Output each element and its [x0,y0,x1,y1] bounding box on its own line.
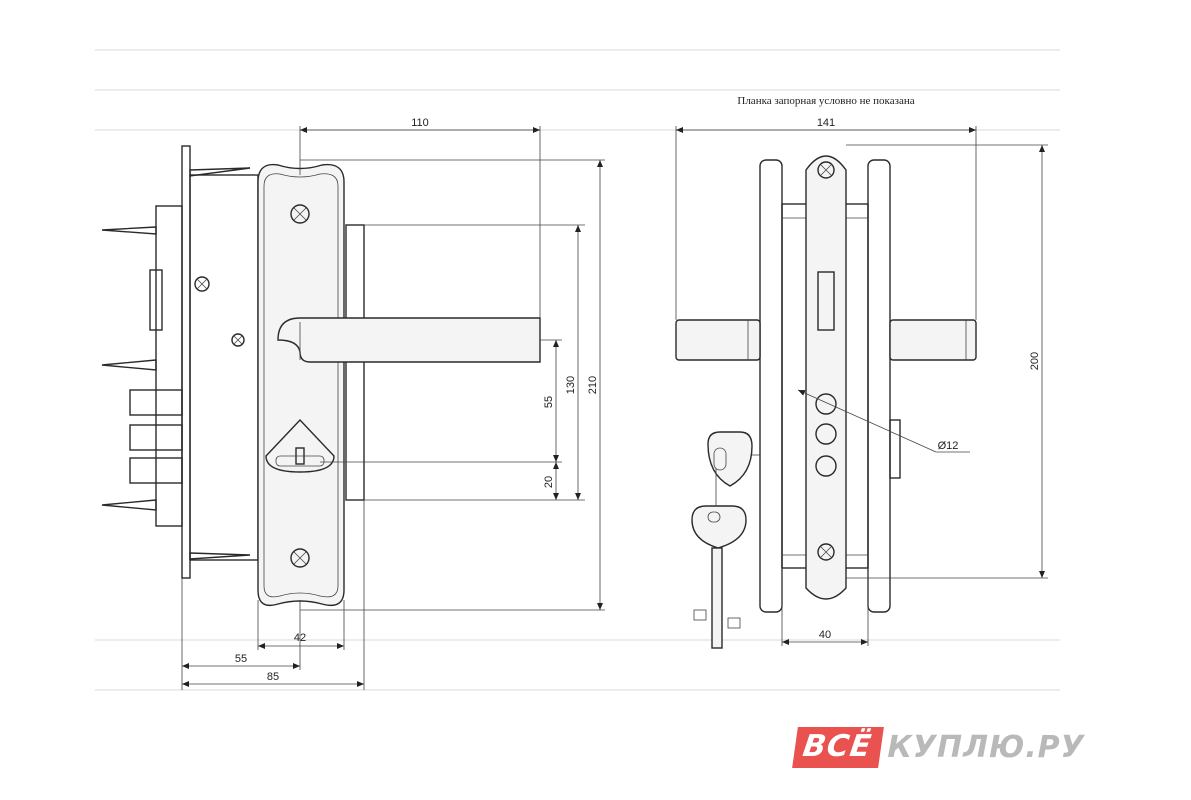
handle-right [889,319,977,361]
bolt [129,389,183,416]
dim-130: 130 [565,376,577,394]
key-blade [711,547,723,649]
latch-window [817,271,835,331]
dim-210: 210 [587,376,599,394]
cylinder [889,419,901,479]
dim-200: 200 [1029,352,1041,370]
front-view: 110 210 130 55 20 42 55 85 [101,117,605,690]
escutcheon-plate [257,163,345,607]
note-text: Планка запорная условно не показана [737,95,914,107]
bolt-hole [815,455,837,477]
background-texture [95,49,1060,691]
side-plate-left [759,159,783,613]
lever-handle [277,317,541,363]
side-view: Планка запорная условно не показана 141 … [675,95,1048,649]
latch [149,269,163,331]
lock-face [155,205,183,527]
screw-icon [194,276,210,292]
bolt [129,457,183,484]
dim-55-backset: 55 [235,653,247,665]
faceplate [181,145,191,579]
bolt [129,424,183,451]
dim-42: 42 [294,632,306,644]
dim-110: 110 [411,117,429,129]
key-icon [707,431,760,487]
screw-icon [817,543,835,561]
bolt-hole [815,393,837,415]
bolt-hole [815,423,837,445]
key-icon [691,505,747,649]
dim-55: 55 [543,396,555,408]
dim-20: 20 [543,476,555,488]
screw-icon [290,204,310,224]
spike [101,499,157,511]
handle-left [675,319,761,361]
logo-part-gray: КУПЛЮ.РУ [887,729,1085,765]
lock-faceplate-edge [805,155,847,600]
logo: ВСЁ КУПЛЮ.РУ [792,724,1085,770]
side-plate-right [867,159,891,613]
dim-141: 141 [817,117,835,129]
spike [189,167,251,177]
spike [101,359,157,371]
spike [189,552,251,560]
screw-icon [817,161,835,179]
screw-icon [231,333,245,347]
spike [101,226,157,235]
screw-icon [290,548,310,568]
dim-diameter: Ø12 [938,440,959,452]
logo-part-red: ВСЁ [792,726,885,768]
lock-body [189,174,259,561]
dim-85: 85 [267,671,279,683]
dim-40: 40 [819,629,831,641]
keyhole-cover [265,418,335,473]
